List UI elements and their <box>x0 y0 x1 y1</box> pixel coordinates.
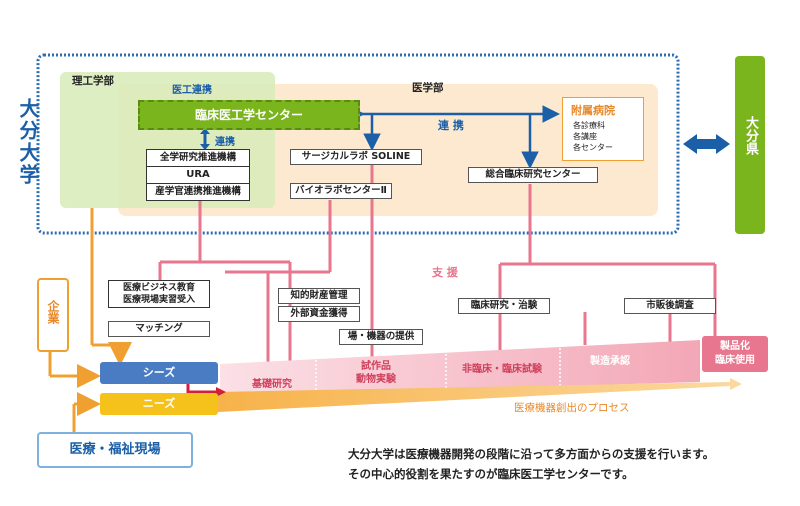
collab-small-label: 連携 <box>215 137 235 148</box>
university-name: 大分大学 <box>16 98 40 186</box>
hospital-item: 各講座 <box>573 132 597 141</box>
stage-prototype: 試作品 動物実験 <box>356 361 396 385</box>
education-box: 医療ビジネス教育 医療現場実習受入 <box>108 280 210 308</box>
company-label: 企業 <box>46 300 60 324</box>
description-line-1: 大分大学は医療機器開発の段階に沿って多方面からの支援を行います。 <box>348 447 715 461</box>
field-box: 医療・福祉現場 <box>37 432 193 468</box>
stage-basic-research: 基礎研究 <box>252 379 292 390</box>
biolab-box: バイオラボセンターⅡ <box>290 183 392 199</box>
ip-box: 知的財産管理 <box>278 288 360 304</box>
education-line: 医療現場実習受入 <box>122 295 195 305</box>
matching-box: マッチング <box>108 321 210 337</box>
hospital-box: 附属病院 各診療科 各講座 各センター <box>562 97 644 161</box>
seeds-label: シーズ <box>142 366 176 379</box>
place-box: 場・機器の提供 <box>339 329 423 345</box>
description-line-2: その中心的役割を果たすのが臨床医工学センターです。 <box>348 467 634 481</box>
soline-box: サージカルラボ SOLINE <box>290 149 422 165</box>
prefecture-box: 大分県 <box>735 56 765 234</box>
collab-main-label: 連 携 <box>438 119 464 132</box>
hospital-title: 附属病院 <box>571 104 615 117</box>
hospital-item: 各センター <box>573 143 613 152</box>
funding-box: 外部資金獲得 <box>278 306 360 322</box>
clinical-research-box: 臨床研究・治験 <box>458 298 550 314</box>
company-box: 企業 <box>37 278 69 352</box>
faculty-medicine-label: 医学部 <box>412 82 444 94</box>
clinical-center-box: 総合臨床研究センター <box>468 167 598 183</box>
stage-clinical-trial: 非臨床・臨床試験 <box>462 364 542 375</box>
education-line: 医療ビジネス教育 <box>122 283 195 293</box>
center-box: 臨床医工学センター <box>138 100 360 130</box>
center-label: 臨床医工学センター <box>194 108 303 122</box>
support-label: 支 援 <box>432 266 458 279</box>
post-market-box: 市販後調査 <box>624 298 716 314</box>
final-product-box: 製品化 臨床使用 <box>702 336 768 372</box>
faculty-science-label: 理工学部 <box>72 75 114 87</box>
prefecture-label: 大分県 <box>743 116 758 155</box>
hospital-item: 各診療科 <box>573 121 605 130</box>
unit-ura: URA <box>147 167 249 184</box>
research-units-stack: 全学研究推進機構 URA 産学官連携推進機構 <box>146 149 250 201</box>
process-caption: 医療機器創出のプロセス <box>514 402 630 414</box>
field-label: 医療・福祉現場 <box>69 442 161 457</box>
needs-box: ニーズ <box>100 393 218 415</box>
final-product-label: 製品化 臨床使用 <box>715 341 755 366</box>
collab-medeng-label: 医工連携 <box>172 85 212 96</box>
stage-approval: 製造承認 <box>590 356 630 367</box>
needs-label: ニーズ <box>142 397 176 410</box>
seeds-box: シーズ <box>100 362 218 384</box>
unit-industry-collab: 産学官連携推進機構 <box>155 186 241 197</box>
unit-research-promotion: 全学研究推進機構 <box>147 150 249 167</box>
